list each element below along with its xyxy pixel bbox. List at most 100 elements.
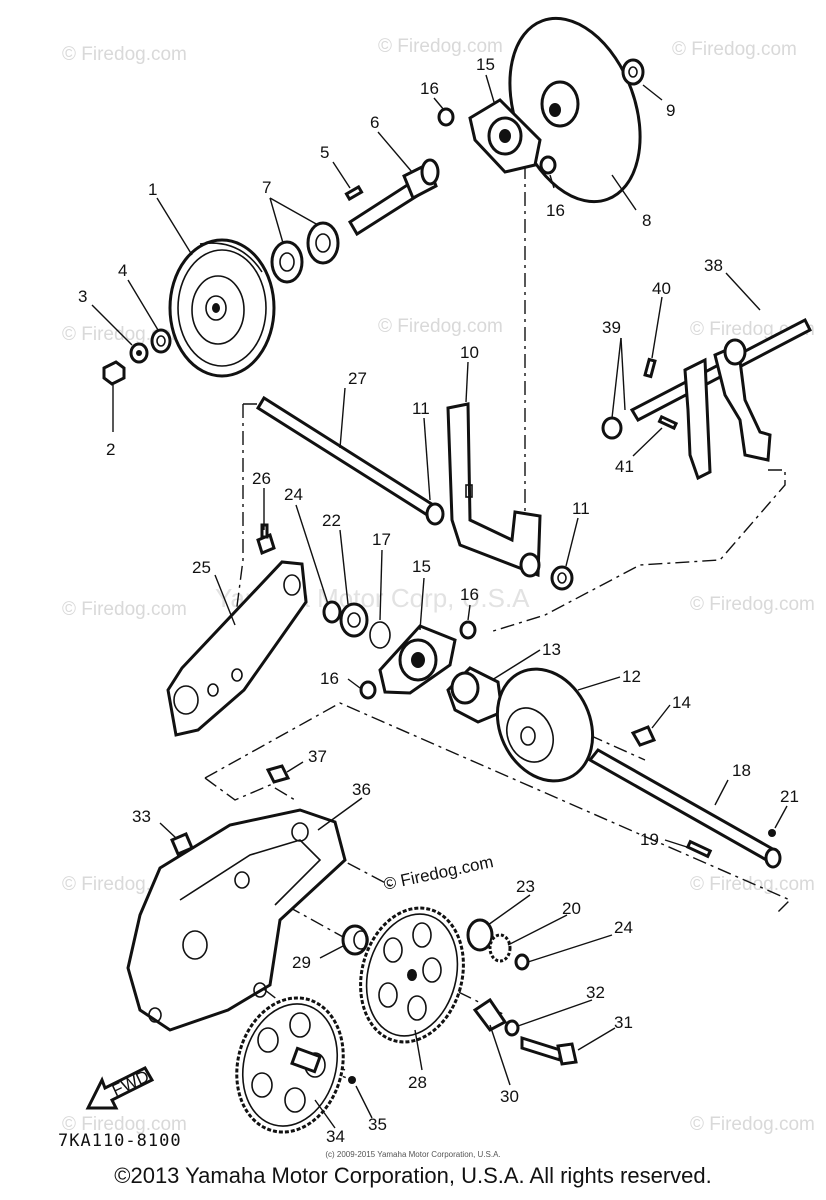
callout-24a: 24 bbox=[284, 485, 303, 504]
part-key bbox=[344, 184, 364, 202]
part-clip-35 bbox=[348, 1076, 356, 1084]
part-pin-30 bbox=[472, 997, 508, 1032]
part-gear-20 bbox=[488, 933, 512, 963]
part-bearing-22 bbox=[339, 602, 369, 638]
part-shift-fork bbox=[601, 317, 813, 481]
watermarks: © Firedog.com © Firedog.com © Firedog.co… bbox=[62, 36, 815, 1135]
callout-20: 20 bbox=[562, 899, 581, 918]
callout-38: 38 bbox=[704, 256, 723, 275]
part-brake-drum bbox=[495, 667, 595, 783]
callout-2: 2 bbox=[106, 440, 115, 459]
watermark: © Firedog.com bbox=[690, 1114, 815, 1135]
part-bearing-holder-15 bbox=[378, 624, 457, 695]
callouts: 1 2 3 4 5 6 7 8 9 10 11 11 12 13 14 15 1… bbox=[78, 55, 799, 1146]
part-bolt-26 bbox=[256, 523, 276, 556]
fwd-label: FWD bbox=[109, 1067, 152, 1101]
callout-35: 35 bbox=[368, 1115, 387, 1134]
callout-16c: 16 bbox=[460, 585, 479, 604]
part-nut bbox=[102, 360, 126, 386]
callout-16b: 16 bbox=[546, 201, 565, 220]
part-seal-24 bbox=[322, 600, 342, 624]
callout-36: 36 bbox=[352, 780, 371, 799]
part-bolt-33 bbox=[170, 832, 194, 856]
part-washer-16-top bbox=[437, 107, 557, 175]
part-bearing-holder-top bbox=[468, 98, 542, 174]
part-key-19 bbox=[685, 839, 713, 859]
callout-15a: 15 bbox=[476, 55, 495, 74]
part-bolt-31 bbox=[520, 1035, 578, 1066]
callout-31: 31 bbox=[614, 1013, 633, 1032]
callout-10: 10 bbox=[460, 343, 479, 362]
part-bolt-37 bbox=[265, 764, 291, 784]
part-seal-24-low bbox=[514, 953, 530, 971]
callout-27: 27 bbox=[348, 369, 367, 388]
callout-7: 7 bbox=[262, 178, 271, 197]
part-sprocket-34 bbox=[235, 996, 345, 1134]
callout-26: 26 bbox=[252, 469, 271, 488]
watermark: © Firedog.com bbox=[62, 1114, 187, 1135]
part-case-cover bbox=[126, 808, 347, 1032]
callout-18: 18 bbox=[732, 761, 751, 780]
callout-5: 5 bbox=[320, 143, 329, 162]
part-lever-plate bbox=[446, 402, 542, 578]
part-hub bbox=[446, 666, 504, 724]
part-sprocket-28 bbox=[359, 906, 465, 1044]
diagram-code: 7KA110-8100 bbox=[58, 1131, 182, 1151]
callout-16a: 16 bbox=[420, 79, 439, 98]
watermark: © Firedog.com bbox=[690, 874, 815, 895]
part-washer-32 bbox=[504, 1019, 520, 1037]
watermark: © Firedog.com bbox=[62, 44, 187, 65]
watermark: © Firedog.com bbox=[378, 36, 503, 57]
leader-lines bbox=[91, 74, 788, 1129]
part-pulley bbox=[168, 238, 276, 378]
callout-19: 19 bbox=[640, 830, 659, 849]
part-washer-16-mid bbox=[359, 620, 477, 700]
part-bolt-14 bbox=[630, 725, 657, 747]
callout-41: 41 bbox=[615, 457, 634, 476]
watermark: © Firedog.com bbox=[672, 39, 797, 60]
part-clip-21 bbox=[768, 829, 776, 837]
fwd-arrow-icon: FWD bbox=[85, 1066, 155, 1110]
callout-15b: 15 bbox=[412, 557, 431, 576]
callout-25: 25 bbox=[192, 558, 211, 577]
firedog-center-label: © Firedog.com bbox=[382, 852, 495, 894]
callout-40: 40 bbox=[652, 279, 671, 298]
part-bushing bbox=[550, 565, 574, 591]
watermark: © Firedog.com bbox=[378, 316, 503, 337]
callout-22: 22 bbox=[322, 511, 341, 530]
callout-4: 4 bbox=[118, 261, 127, 280]
part-circlip-17 bbox=[369, 621, 391, 649]
callout-11b: 11 bbox=[572, 499, 590, 518]
part-drum-nut bbox=[621, 58, 645, 86]
callout-17: 17 bbox=[372, 530, 391, 549]
callout-13: 13 bbox=[542, 640, 561, 659]
callout-6: 6 bbox=[370, 113, 379, 132]
part-shaft bbox=[347, 158, 440, 237]
callout-21: 21 bbox=[780, 787, 799, 806]
callout-9: 9 bbox=[666, 101, 675, 120]
callout-33: 33 bbox=[132, 807, 151, 826]
callout-12: 12 bbox=[622, 667, 641, 686]
callout-3: 3 bbox=[78, 287, 87, 306]
callout-24b: 24 bbox=[614, 918, 633, 937]
callout-28: 28 bbox=[408, 1073, 427, 1092]
watermark: © Firedog.com bbox=[690, 594, 815, 615]
callout-34: 34 bbox=[326, 1127, 345, 1146]
copyright-notice: ©2013 Yamaha Motor Corporation, U.S.A. A… bbox=[114, 1163, 712, 1188]
small-credit: (c) 2009-2015 Yamaha Motor Corporation, … bbox=[325, 1150, 501, 1159]
callout-23: 23 bbox=[516, 877, 535, 896]
callout-16d: 16 bbox=[320, 669, 339, 688]
watermark: © Firedog.com bbox=[62, 599, 187, 620]
part-washer bbox=[129, 342, 149, 364]
callout-30: 30 bbox=[500, 1087, 519, 1106]
part-long-shaft bbox=[255, 395, 445, 526]
callout-29: 29 bbox=[292, 953, 311, 972]
callout-8: 8 bbox=[642, 211, 651, 230]
part-shaft-18 bbox=[587, 748, 782, 869]
callout-14: 14 bbox=[672, 693, 691, 712]
part-lock-washer bbox=[150, 328, 172, 354]
callout-11a: 11 bbox=[412, 399, 430, 418]
callout-37: 37 bbox=[308, 747, 327, 766]
part-bracket bbox=[166, 560, 308, 737]
